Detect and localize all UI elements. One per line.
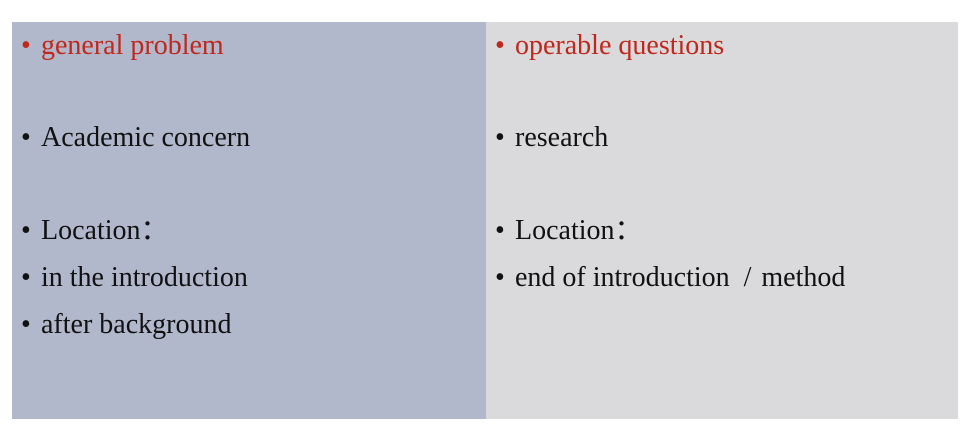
- bullet-icon: •: [495, 262, 505, 293]
- list-item-end-of-introduction: • end of introduction / method: [495, 262, 845, 294]
- left-heading-text: general problem: [41, 30, 224, 61]
- bullet-icon: •: [495, 30, 505, 61]
- list-item-text: Academic concern: [41, 122, 251, 153]
- list-item-text: after background: [41, 309, 232, 340]
- list-item-text: Location：: [515, 215, 643, 246]
- list-item-text: method: [761, 262, 846, 293]
- slide-content: • general problem • Academic concern • Loca…: [12, 22, 958, 419]
- bullet-icon: •: [21, 30, 31, 61]
- list-item-in-introduction: • in the introduction: [21, 262, 248, 294]
- bullet-icon: •: [21, 262, 31, 293]
- left-heading: • general problem: [21, 30, 224, 62]
- bullet-icon: •: [21, 215, 31, 246]
- list-item-location: • Location：: [21, 215, 169, 247]
- list-item-text: research: [515, 122, 609, 153]
- list-item-after-background: • after background: [21, 309, 231, 341]
- list-item-research: • research: [495, 122, 608, 154]
- list-item-location: • Location：: [495, 215, 643, 247]
- list-item-academic-concern: • Academic concern: [21, 122, 250, 154]
- bullet-icon: •: [21, 122, 31, 153]
- separator: /: [743, 262, 752, 293]
- right-column: • operable questions • research • Location：…: [486, 22, 958, 419]
- right-heading-text: operable questions: [515, 30, 725, 61]
- bullet-icon: •: [495, 215, 505, 246]
- right-heading: • operable questions: [495, 30, 724, 62]
- left-column: • general problem • Academic concern • Loca…: [12, 22, 486, 419]
- list-item-text: in the introduction: [41, 262, 248, 293]
- bullet-icon: •: [21, 309, 31, 340]
- bullet-icon: •: [495, 122, 505, 153]
- list-item-text: end of introduction: [515, 262, 730, 293]
- list-item-text: Location：: [41, 215, 169, 246]
